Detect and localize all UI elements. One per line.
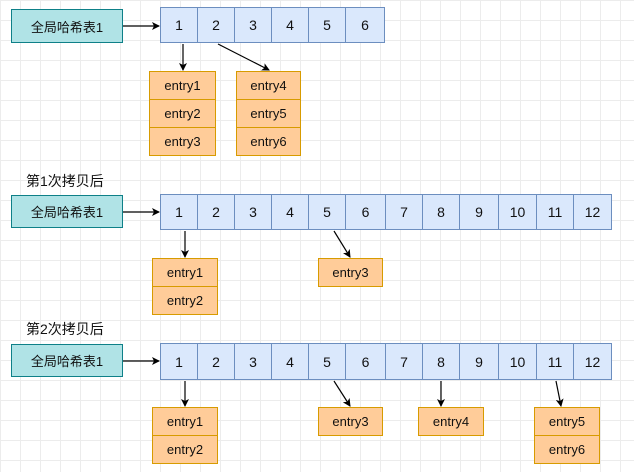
entry-cell: entry2 [152, 286, 218, 315]
bucket: 12 [573, 343, 612, 380]
pointer-arrow [217, 43, 270, 71]
entry-cell: entry6 [236, 127, 301, 156]
bucket: 4 [271, 343, 309, 380]
bucket: 5 [308, 194, 346, 230]
bucket: 8 [422, 194, 460, 230]
entry-cell: entry1 [149, 71, 216, 100]
entry-cell: entry2 [152, 435, 218, 464]
bucket: 7 [385, 194, 423, 230]
bucket: 6 [345, 7, 385, 43]
bucket: 6 [345, 194, 386, 230]
bucket: 2 [197, 343, 235, 380]
bucket: 7 [385, 343, 423, 380]
entry-cell: entry3 [149, 127, 216, 156]
bucket: 10 [498, 194, 537, 230]
bucket: 1 [160, 194, 198, 230]
bucket: 1 [160, 343, 198, 380]
section-title: 第2次拷贝后 [26, 321, 104, 337]
hash-table-label: 全局哈希表1 [11, 344, 123, 377]
entry-cell: entry3 [318, 258, 383, 287]
hash-table-label: 全局哈希表1 [11, 9, 123, 43]
bucket: 3 [234, 194, 272, 230]
bucket: 9 [459, 194, 499, 230]
entry-cell: entry6 [534, 435, 600, 464]
bucket: 2 [197, 7, 235, 43]
bucket: 10 [498, 343, 537, 380]
bucket: 3 [234, 7, 272, 43]
entry-cell: entry1 [152, 258, 218, 287]
entry-cell: entry4 [236, 71, 301, 100]
entry-cell: entry5 [236, 99, 301, 128]
bucket: 8 [422, 343, 460, 380]
pointer-arrow [333, 380, 351, 407]
entry-cell: entry4 [418, 407, 484, 436]
entry-cell: entry3 [318, 407, 383, 436]
bucket: 12 [573, 194, 612, 230]
entry-cell: entry2 [149, 99, 216, 128]
pointer-arrow [333, 230, 351, 258]
bucket: 4 [271, 7, 309, 43]
bucket: 11 [536, 194, 574, 230]
bucket: 11 [536, 343, 574, 380]
bucket: 9 [459, 343, 499, 380]
bucket: 4 [271, 194, 309, 230]
pointer-arrow [555, 380, 564, 407]
entry-cell: entry1 [152, 407, 218, 436]
section-title: 第1次拷贝后 [26, 173, 104, 189]
bucket: 3 [234, 343, 272, 380]
bucket: 5 [308, 7, 346, 43]
entry-cell: entry5 [534, 407, 600, 436]
bucket: 6 [345, 343, 386, 380]
bucket: 2 [197, 194, 235, 230]
bucket: 1 [160, 7, 198, 43]
bucket: 5 [308, 343, 346, 380]
hash-table-label: 全局哈希表1 [11, 195, 123, 228]
